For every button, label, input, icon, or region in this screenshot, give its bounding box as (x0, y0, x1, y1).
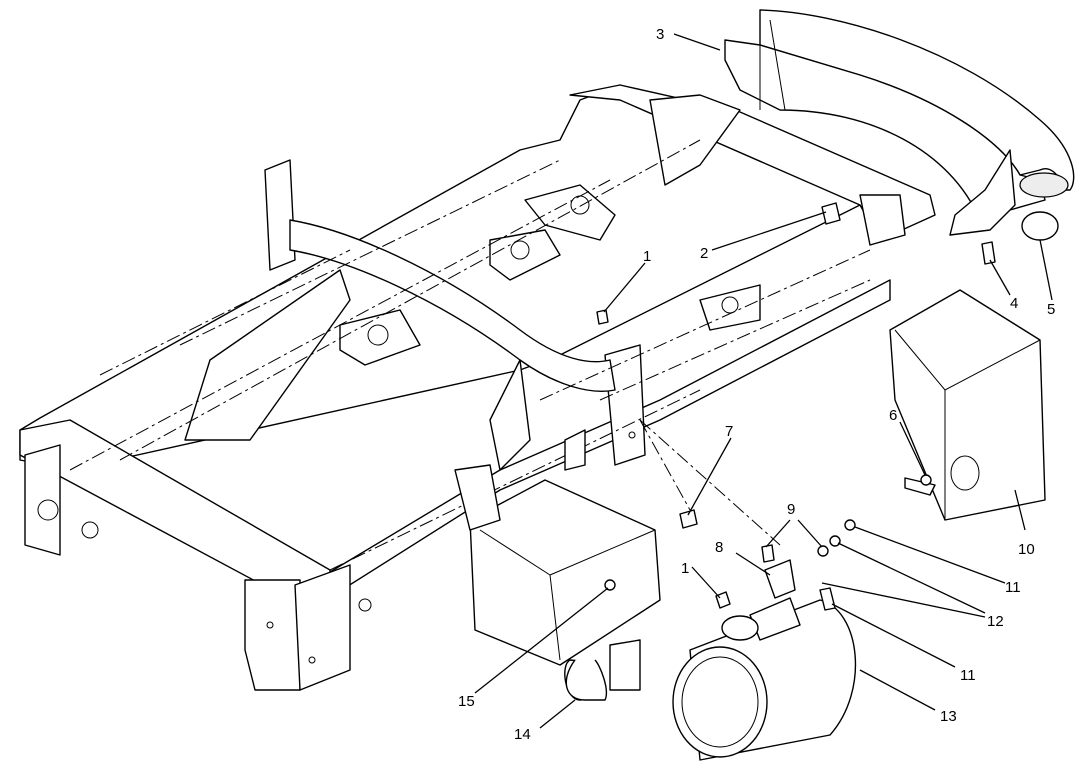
hardware (565, 202, 996, 701)
bolt-2 (821, 202, 841, 225)
callout-9: 9 (787, 501, 795, 518)
bolt-4 (981, 241, 996, 265)
callout-4: 4 (1010, 295, 1018, 312)
callout-15: 15 (458, 693, 475, 710)
callout-14: 14 (514, 726, 531, 743)
screw-6 (920, 474, 932, 486)
muffler (672, 559, 857, 761)
bolt-15 (604, 579, 616, 591)
washer-12 (829, 535, 841, 547)
callout-2: 2 (700, 245, 708, 262)
callout-11: 11 (1005, 579, 1021, 596)
callout-8: 8 (715, 539, 723, 556)
callout-labels: 1 1 2 3 4 5 6 7 8 9 10 11 11 12 13 14 15 (458, 26, 1055, 743)
callout-5: 5 (1047, 301, 1055, 318)
washer-9 (817, 545, 829, 557)
end-cap-5 (1021, 211, 1059, 241)
u-bolt-14 (565, 659, 607, 701)
callout-1: 1 (681, 560, 689, 577)
spacer-9 (761, 544, 775, 563)
main-frame (19, 84, 936, 691)
nut-1b (715, 591, 731, 609)
bolt-11 (819, 587, 836, 611)
rear-guard-assembly (724, 9, 1075, 241)
nut-1a (596, 309, 609, 325)
heat-shield-panel (454, 429, 661, 701)
callout-10: 10 (1018, 541, 1035, 558)
callout-11: 11 (960, 667, 976, 684)
callout-3: 3 (656, 26, 664, 43)
callout-6: 6 (889, 407, 897, 424)
bushing-7 (679, 509, 698, 529)
callout-1: 1 (643, 248, 651, 265)
callout-13: 13 (940, 708, 957, 725)
nut-11 (844, 519, 856, 531)
leader-lines (474, 33, 1053, 729)
callout-12: 12 (987, 613, 1004, 630)
callout-7: 7 (725, 423, 733, 440)
side-shield (889, 289, 1046, 521)
